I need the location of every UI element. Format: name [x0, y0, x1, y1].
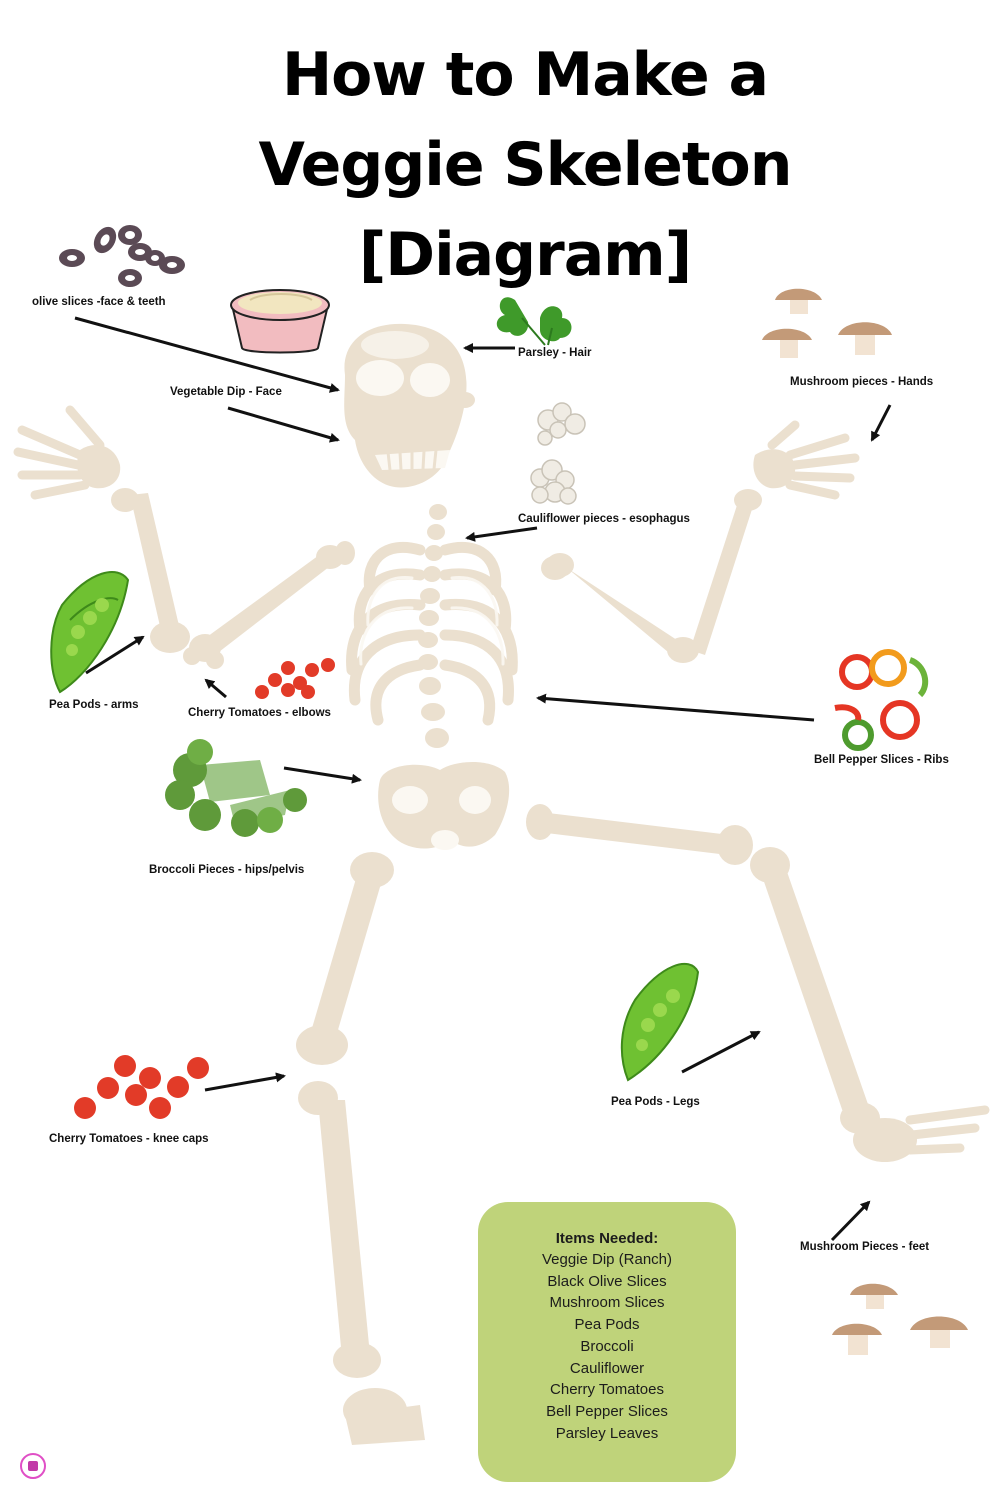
label-mushroom-hands: Mushroom pieces - Hands — [790, 376, 934, 388]
title-line-2: Veggie Skeleton — [258, 130, 793, 200]
dip-bowl-icon — [230, 289, 330, 354]
skeleton-illustration — [13, 323, 990, 1445]
list-item: Bell Pepper Slices — [546, 1402, 668, 1420]
list-item: Parsley Leaves — [555, 1424, 659, 1442]
olive-slices-icon — [59, 225, 185, 287]
mushroom-icon — [762, 288, 892, 358]
arrow-olive — [74, 316, 340, 393]
mushroom-feet-icon — [832, 1283, 968, 1355]
left-arm — [13, 405, 344, 669]
pelvis — [378, 762, 510, 850]
label-bell-ribs: Bell Pepper Slices - Ribs — [814, 754, 949, 766]
bell-pepper-icon — [834, 649, 929, 751]
list-item: Pea Pods — [574, 1316, 640, 1334]
arrow-broccoli — [283, 766, 362, 784]
list-item: Black Olive Slices — [547, 1272, 667, 1290]
pea-pod-icon — [50, 571, 130, 694]
label-cherry-elbows: Cherry Tomatoes - elbows — [188, 707, 331, 719]
arrow-dip — [227, 406, 340, 443]
items-heading: Items Needed: — [555, 1230, 659, 1247]
arrow-bell-ribs — [536, 693, 815, 722]
list-item: Mushroom Slices — [549, 1294, 665, 1312]
arrow-cherry-elbows — [204, 678, 227, 699]
list-item: Veggie Dip (Ranch) — [541, 1251, 673, 1268]
items-needed-box: Items Needed: Veggie Dip (Ranch) Black O… — [478, 1202, 736, 1482]
list-item: Cauliflower — [569, 1359, 645, 1377]
cherry-tomatoes-knees-icon — [74, 1055, 209, 1119]
title-line-1: How to Make a — [281, 40, 769, 110]
right-leg — [526, 804, 990, 1162]
arrow-cauliflower — [465, 526, 538, 542]
logo-icon — [20, 1453, 46, 1479]
label-mushroom-feet: Mushroom Pieces - feet — [800, 1241, 930, 1253]
cauliflower-icon — [530, 402, 586, 505]
arrow-cherry-knees — [204, 1072, 286, 1092]
left-leg — [296, 852, 425, 1445]
right-arm — [546, 420, 860, 663]
label-pea-legs: Pea Pods - Legs — [611, 1096, 700, 1108]
skull — [344, 323, 475, 488]
label-cauliflower: Cauliflower pieces - esophagus — [518, 513, 690, 525]
label-pea-arms: Pea Pods - arms — [49, 699, 139, 711]
page-title: How to Make a Veggie Skeleton [Diagram] — [200, 30, 850, 300]
label-broccoli: Broccoli Pieces - hips/pelvis — [149, 864, 305, 876]
arrows — [74, 316, 892, 1242]
list-item: Broccoli — [580, 1337, 634, 1355]
parsley-icon — [496, 297, 572, 346]
arrow-pea-legs — [681, 1030, 761, 1074]
arrow-mushroom-feet — [830, 1200, 871, 1242]
broccoli-icon — [165, 739, 307, 837]
arrow-mushroom-hands — [870, 404, 892, 442]
arrow-pea-arms — [85, 635, 145, 675]
title-line-3: [Diagram] — [358, 220, 692, 290]
label-olive: olive slices -face & teeth — [32, 296, 166, 308]
items-list: Veggie Dip (Ranch) Black Olive Slices Mu… — [478, 1249, 736, 1444]
label-parsley: Parsley - Hair — [518, 347, 592, 359]
pea-pod-legs-icon — [620, 962, 700, 1082]
spine — [418, 504, 449, 748]
list-item: Cherry Tomatoes — [550, 1381, 664, 1399]
label-dip: Vegetable Dip - Face — [170, 386, 282, 398]
label-cherry-knees: Cherry Tomatoes - knee caps — [49, 1133, 209, 1145]
cherry-tomato-icon — [255, 658, 335, 699]
